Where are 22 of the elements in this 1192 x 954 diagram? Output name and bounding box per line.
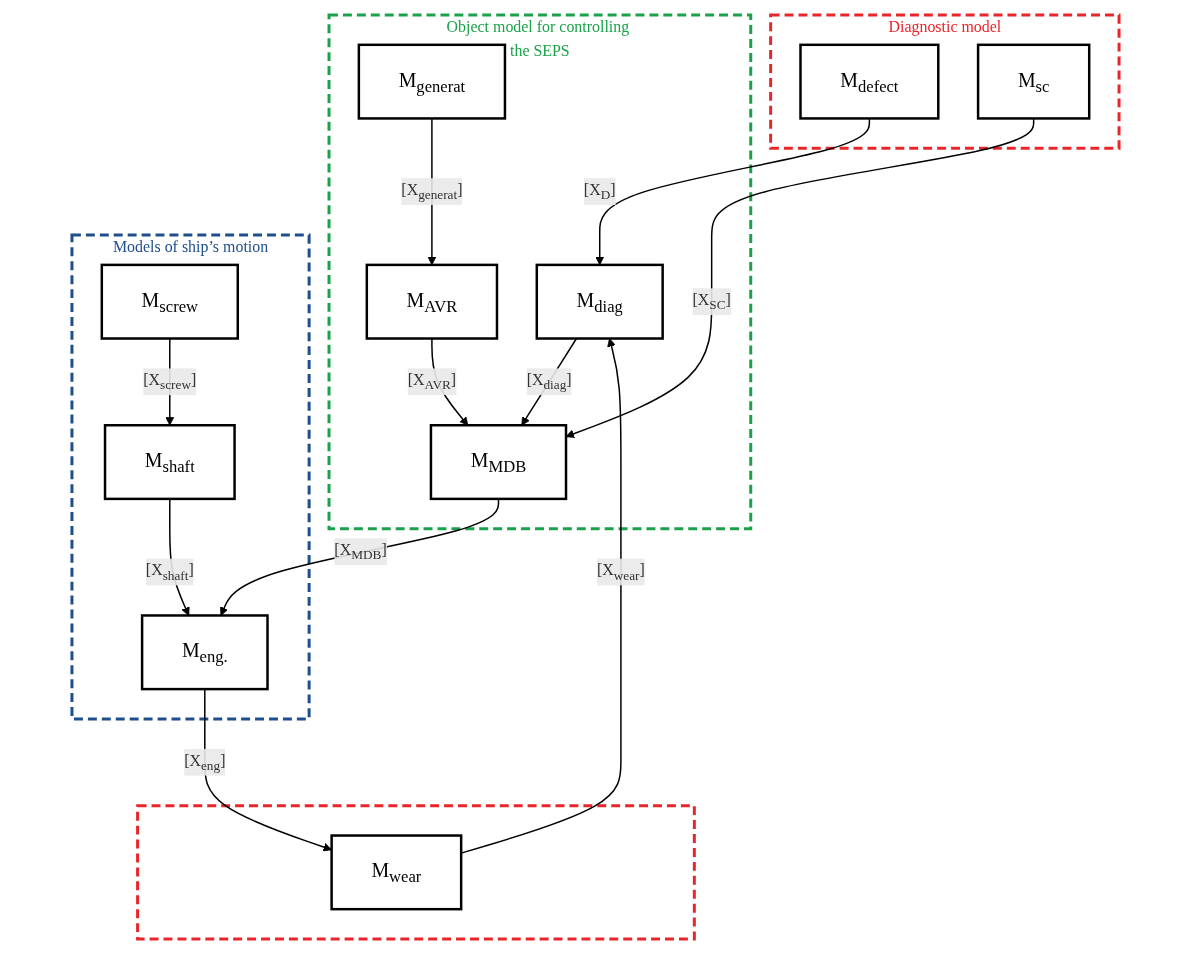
node-box: M$_{generat}$ (358, 43, 507, 120)
edge-label: [X$_{eng}$] (184, 751, 226, 773)
cluster (136, 804, 697, 941)
edge-label: [X$_{diag}$] (527, 371, 573, 393)
edge-label: [X$_{D}$] (584, 181, 617, 203)
edge-label: [X$_{shaft}$] (146, 561, 195, 583)
arrow (220, 498, 500, 616)
node-box: M$_{shaft}$ (104, 424, 237, 501)
node-box: M$_{AVR}$ (366, 263, 499, 340)
edge-label: [X$_{wear}$] (597, 561, 646, 583)
node-box: M$_{wear}$ (330, 834, 463, 911)
node-box: M$_{MDB}$ (430, 424, 568, 501)
edge-label: [X$_{screw}$] (143, 371, 197, 393)
edge-label: [X$_{SC}$] (692, 291, 732, 313)
edge-label: [X$_{MDB}$] (334, 541, 388, 563)
node-box: M$_{screw}$ (101, 263, 240, 340)
edge-label: [X$_{AVR}$] (408, 371, 457, 393)
node-box: M$_{sc}$ (977, 43, 1091, 120)
edge-label: [X$_{generat}$] (401, 181, 463, 203)
node-box: M$_{defect}$ (799, 43, 940, 120)
node-box: M$_{diag}$ (536, 263, 665, 340)
node-box: M$_{eng.}$ (141, 614, 270, 691)
